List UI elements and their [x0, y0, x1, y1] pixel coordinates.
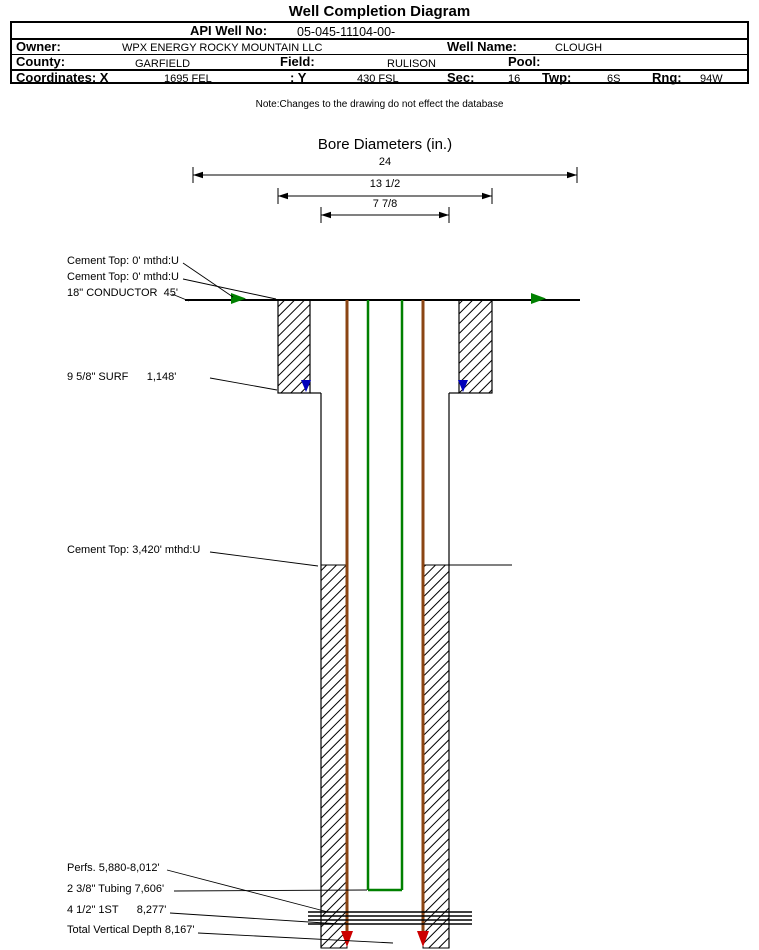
coordinates-label: Coordinates: X: [16, 69, 109, 85]
annotation-conductor: 18" CONDUCTOR 45': [67, 287, 178, 299]
pool-label: Pool:: [508, 54, 541, 69]
field-value: RULISON: [387, 57, 436, 70]
table-row-separator-3: [12, 69, 747, 71]
cement-top-marker-right-icon: [531, 293, 546, 304]
cement-top-marker-left-icon: [231, 293, 246, 304]
annotation-tubing: 2 3/8" Tubing 7,606': [67, 883, 165, 895]
production-casing-lines: [345, 300, 425, 932]
bore-diameters-title: Bore Diameters (in.): [317, 136, 453, 153]
annotation-total-vertical-depth: Total Vertical Depth 8,167': [67, 924, 195, 936]
surface-casing-shoe-left-icon: [301, 380, 311, 392]
dimension-label-13-1-2: 13 1/2: [369, 178, 401, 190]
coordinate-y-label: ; Y: [290, 69, 307, 85]
database-note: Note:Changes to the drawing do not effec…: [255, 99, 504, 110]
surface-casing-shoe-right-icon: [458, 380, 468, 392]
dimension-label-7-7-8: 7 7/8: [372, 198, 398, 210]
twp-label: Twp:: [542, 69, 572, 85]
twp-value: 6S: [607, 73, 621, 85]
dimension-arrowheads: [193, 171, 577, 219]
annotation-leader-lines: [166, 262, 394, 944]
rng-label: Rng:: [652, 69, 682, 85]
annotation-perfs: Perfs. 5,880-8,012': [67, 862, 160, 874]
production-casing-shoe-right-icon: [417, 931, 429, 947]
county-value: GARFIELD: [135, 57, 191, 70]
coordinate-x-value: 1695 FEL: [164, 73, 212, 85]
annotation-cement-top-0-second: Cement Top: 0' mthd:U: [67, 271, 179, 283]
rng-value: 94W: [700, 73, 723, 85]
tubing-lines: [366, 300, 404, 892]
field-label: Field:: [280, 54, 315, 69]
api-well-no-value: 05-045-11104-00-: [297, 25, 396, 39]
page-title: Well Completion Diagram: [288, 3, 471, 20]
county-label: County:: [16, 54, 66, 69]
owner-label: Owner:: [16, 38, 61, 54]
annotation-cement-top-3420: Cement Top: 3,420' mthd:U: [67, 544, 201, 556]
owner-value: WPX ENERGY ROCKY MOUNTAIN LLC: [122, 42, 323, 54]
well-info-table: API Well No: 05-045-11104-00- Owner: WPX…: [10, 21, 749, 85]
annotation-production-casing: 4 1/2" 1ST 8,277': [67, 904, 167, 916]
production-cement: [320, 564, 450, 949]
well-name-value: CLOUGH: [555, 42, 603, 54]
annotation-surface-casing: 9 5/8" SURF 1,148': [67, 371, 177, 383]
surface-casing-cement: [277, 299, 493, 394]
production-casing-shoe-left-icon: [341, 931, 353, 947]
annotation-cement-top-0-first: Cement Top: 0' mthd:U: [67, 255, 179, 267]
sec-value: 16: [508, 73, 521, 85]
table-row-separator-2: [12, 53, 747, 55]
well-name-label: Well Name:: [447, 38, 517, 54]
sec-label: Sec:: [447, 69, 475, 85]
coordinate-y-value: 430 FSL: [357, 73, 399, 85]
api-well-no-label: API Well No:: [190, 23, 268, 38]
table-row-separator-1: [12, 38, 747, 40]
dimension-label-24: 24: [378, 156, 392, 168]
bore-dimension-arrows: [192, 167, 578, 223]
